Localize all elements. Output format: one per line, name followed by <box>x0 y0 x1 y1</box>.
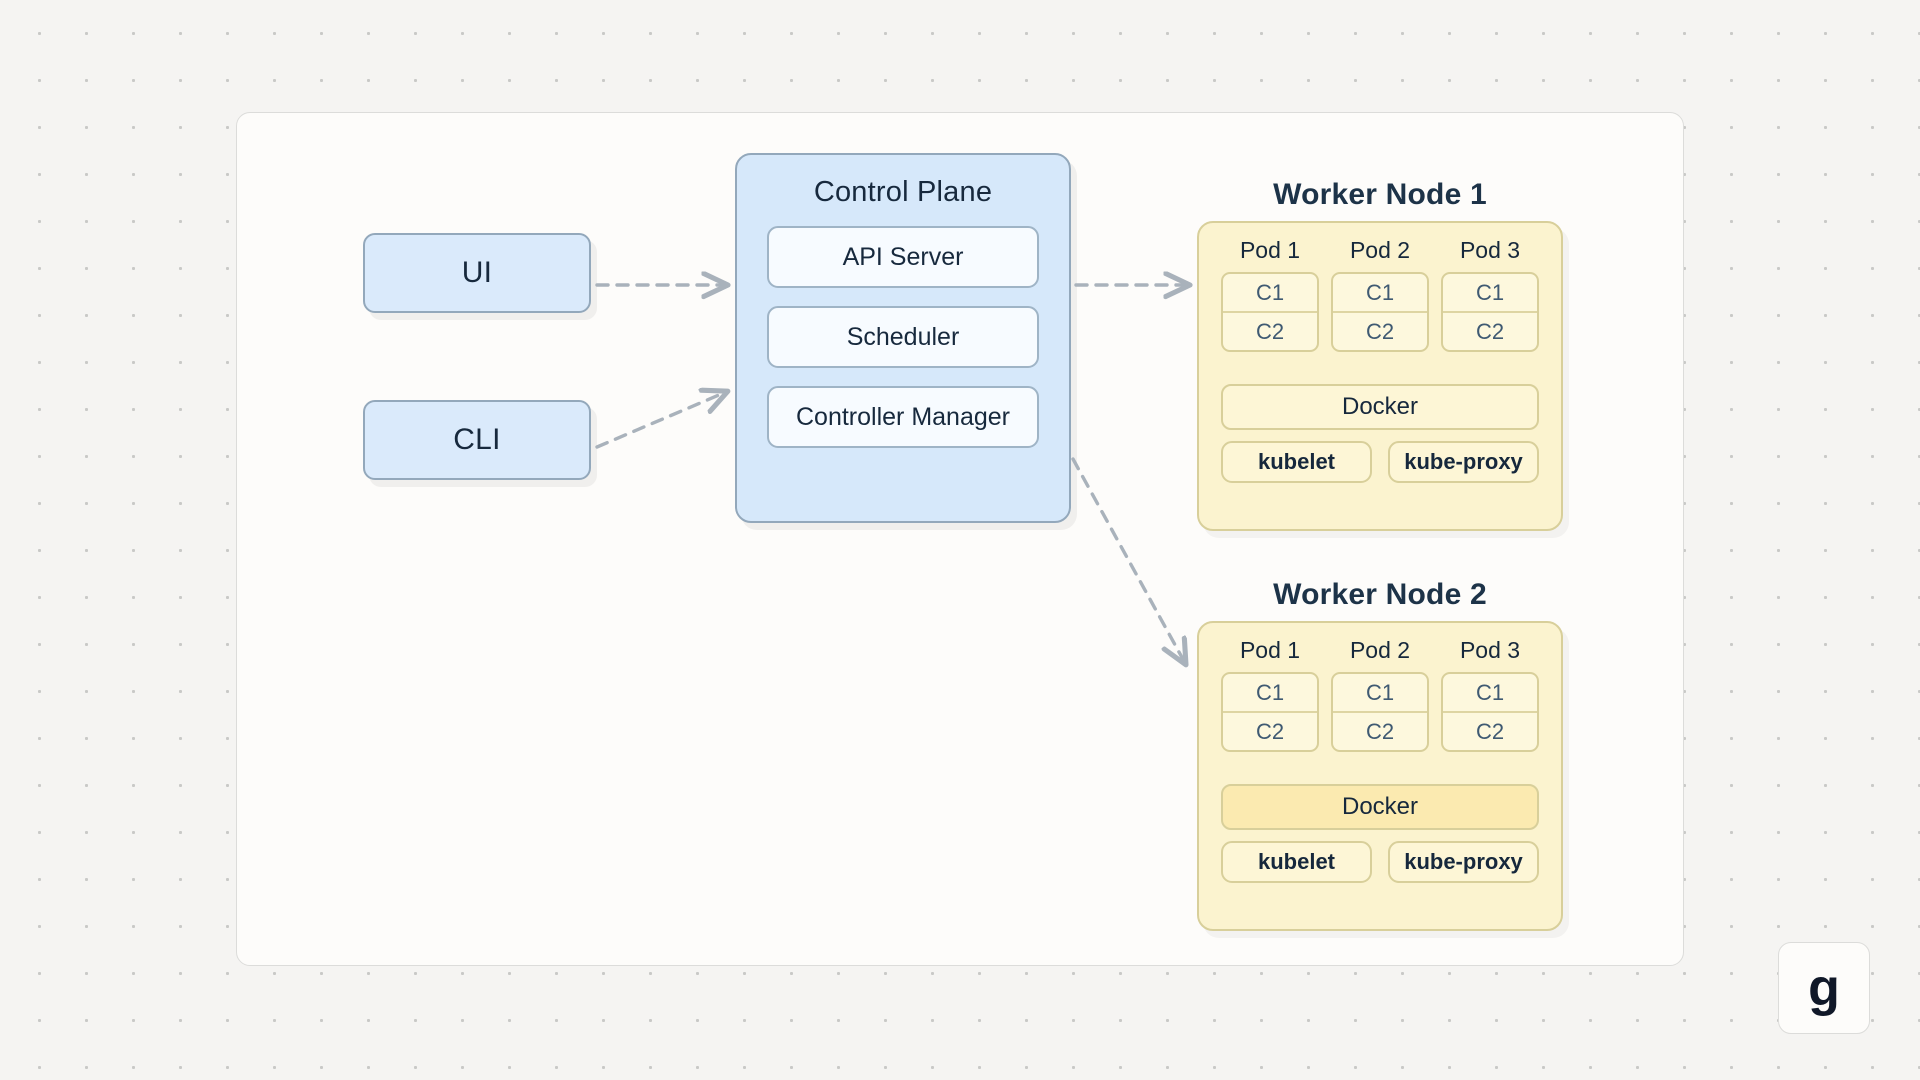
agent-label: kubelet <box>1257 849 1336 874</box>
pod-body: C1 C2 <box>1221 272 1319 352</box>
pod[interactable]: Pod 1 C1 C2 <box>1221 637 1319 752</box>
pod-label: Pod 2 <box>1349 237 1411 263</box>
container-cell: C2 <box>1443 311 1537 350</box>
node-agents-row: kubelet kube-proxy <box>1221 441 1539 483</box>
agent-kubelet[interactable]: kubelet <box>1221 841 1372 883</box>
container-cell: C1 <box>1365 279 1395 305</box>
pod[interactable]: Pod 3 C1 C2 <box>1441 237 1539 352</box>
logo-badge[interactable]: g <box>1778 942 1870 1034</box>
logo-text: g <box>1808 959 1840 1017</box>
pod-body: C1 C2 <box>1441 272 1539 352</box>
docker-runtime-label: Docker <box>1341 793 1419 820</box>
pods-row: Pod 1 C1 C2 Pod 2 C1 C2 Pod 3 C1 C2 <box>1221 237 1539 352</box>
worker-node-2-panel[interactable]: Pod 1 C1 C2 Pod 2 C1 C2 Pod 3 C1 C2 Dock… <box>1197 621 1563 931</box>
container-cell: C2 <box>1223 711 1317 750</box>
agent-kube-proxy[interactable]: kube-proxy <box>1388 841 1539 883</box>
agent-label: kubelet <box>1257 449 1336 474</box>
worker-node-1-panel[interactable]: Pod 1 C1 C2 Pod 2 C1 C2 Pod 3 C1 C2 Dock… <box>1197 221 1563 531</box>
control-plane-title: Control Plane <box>813 176 993 208</box>
control-plane-item-label: Scheduler <box>846 322 960 351</box>
agent-kube-proxy[interactable]: kube-proxy <box>1388 441 1539 483</box>
pod[interactable]: Pod 2 C1 C2 <box>1331 637 1429 752</box>
container-cell: C1 <box>1475 679 1505 705</box>
node-ui[interactable]: UI <box>363 233 591 313</box>
pod[interactable]: Pod 1 C1 C2 <box>1221 237 1319 352</box>
container-cell: C2 <box>1333 311 1427 350</box>
node-ui-label: UI <box>461 256 493 289</box>
pod-body: C1 C2 <box>1441 672 1539 752</box>
worker-node-2-title: Worker Node 2 <box>1273 578 1487 611</box>
pod[interactable]: Pod 3 C1 C2 <box>1441 637 1539 752</box>
worker-node-1-title: Worker Node 1 <box>1273 178 1487 211</box>
control-plane-item-label: API Server <box>842 242 964 271</box>
pod-label: Pod 1 <box>1239 237 1301 263</box>
pod[interactable]: Pod 2 C1 C2 <box>1331 237 1429 352</box>
pod-body: C1 C2 <box>1331 272 1429 352</box>
container-cell: C1 <box>1365 679 1395 705</box>
docker-runtime-label: Docker <box>1341 393 1419 420</box>
pod-label: Pod 3 <box>1459 237 1521 263</box>
pods-row: Pod 1 C1 C2 Pod 2 C1 C2 Pod 3 C1 C2 <box>1221 637 1539 752</box>
pod-label: Pod 2 <box>1349 637 1411 663</box>
container-cell: C2 <box>1223 311 1317 350</box>
agent-label: kube-proxy <box>1404 849 1523 874</box>
control-plane-group[interactable]: Control Plane API Server Scheduler Contr… <box>735 153 1071 523</box>
control-plane-item-controller-manager[interactable]: Controller Manager <box>767 386 1039 448</box>
pod-body: C1 C2 <box>1331 672 1429 752</box>
pod-body: C1 C2 <box>1221 672 1319 752</box>
container-cell: C1 <box>1255 279 1285 305</box>
control-plane-item-label: Controller Manager <box>796 402 1010 431</box>
container-cell: C1 <box>1475 279 1505 305</box>
container-cell: C2 <box>1333 711 1427 750</box>
agent-label: kube-proxy <box>1404 449 1523 474</box>
docker-runtime-bar[interactable]: Docker <box>1221 384 1539 430</box>
control-plane-item-scheduler[interactable]: Scheduler <box>767 306 1039 368</box>
node-cli[interactable]: CLI <box>363 400 591 480</box>
container-cell: C1 <box>1255 679 1285 705</box>
container-cell: C2 <box>1443 711 1537 750</box>
agent-kubelet[interactable]: kubelet <box>1221 441 1372 483</box>
pod-label: Pod 1 <box>1239 637 1301 663</box>
docker-runtime-bar[interactable]: Docker <box>1221 784 1539 830</box>
node-cli-label: CLI <box>453 423 501 456</box>
control-plane-item-api-server[interactable]: API Server <box>767 226 1039 288</box>
node-agents-row: kubelet kube-proxy <box>1221 841 1539 883</box>
pod-label: Pod 3 <box>1459 637 1521 663</box>
